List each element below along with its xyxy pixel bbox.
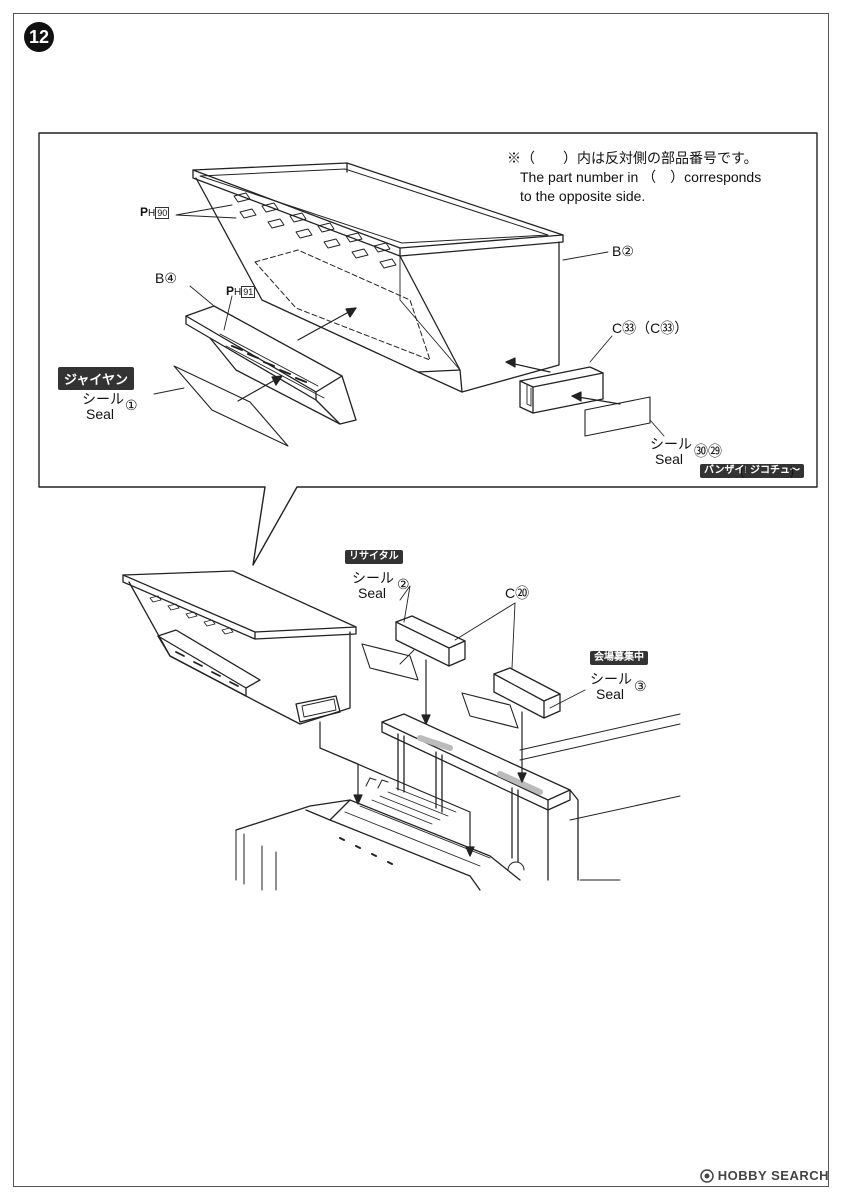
plate-part-c20-b [493, 667, 561, 719]
seal-3-sticker [461, 692, 519, 729]
seal-2-number: ② [397, 576, 410, 592]
seal-3-en-label: Seal [596, 686, 625, 702]
seal-1-number: ① [125, 397, 138, 413]
part-b2-label: B② [612, 243, 634, 259]
tag-banzai: バンザイ!! [700, 464, 756, 478]
hobby-search-watermark: HOBBY SEARCH [700, 1168, 829, 1183]
part-c33-label: C㉝（C㉝） [612, 320, 689, 336]
opposite-side-note-en-1: The part number in （ ）corresponds [520, 169, 762, 185]
seal-3-jp-label: シール [590, 671, 632, 687]
hopper-vent-slots [233, 192, 397, 269]
ph-91-sub: H [234, 287, 242, 298]
hopper-part-b2 [192, 162, 564, 393]
page-frame [13, 13, 829, 1187]
tag-paren-close: ) [790, 464, 794, 478]
part-c20-label: C⑳ [505, 585, 530, 601]
tag-jaiyan: ジャイヤン [58, 367, 134, 390]
seal-3-number: ③ [634, 678, 647, 694]
truck-cab-top [381, 713, 681, 881]
camera-lens-icon [700, 1168, 714, 1183]
plate-part-c20-a [395, 615, 466, 667]
tag-risaitaru: リサイタル [345, 550, 403, 564]
ph-90-prefix: P [140, 205, 149, 219]
hopper-assembled [122, 570, 357, 725]
seal-2-jp-label: シール [352, 570, 394, 586]
ph-90-sub: H [148, 208, 156, 219]
truck-chassis-bed [235, 777, 525, 891]
assembly-arrows-upper [237, 307, 621, 405]
plate-part-c33 [519, 366, 604, 414]
part-b4-label: B④ [155, 270, 177, 286]
tag-jaiko: ジコチュ〜 [746, 464, 804, 478]
seal-30-sticker [584, 396, 651, 437]
seal-2-sticker [361, 643, 419, 681]
seal-1-sticker [173, 365, 289, 447]
seal-1-en-label: Seal [86, 406, 115, 422]
step-number-badge: 12 [24, 22, 54, 52]
seal-2-en-label: Seal [358, 585, 387, 601]
seal-30-29-number: ㉚㉙ [694, 443, 722, 459]
detail-callout-frame [38, 132, 818, 566]
tag-kaijou: 会場募集中 [590, 651, 648, 665]
watermark-text: HOBBY SEARCH [717, 1168, 829, 1183]
assembly-arrows-lower [319, 659, 527, 857]
opposite-side-note-jp: ※（ ）内は反対側の部品番号です。 [507, 150, 758, 166]
opposite-side-note-en-2: to the opposite side. [520, 188, 646, 204]
tag-paren-open: ( [740, 464, 744, 478]
ph-90-num: 90 [155, 207, 170, 219]
leader-lines-upper [153, 204, 665, 437]
ph-91-prefix: P [226, 284, 235, 298]
ph-91-num: 91 [241, 286, 256, 298]
leader-lines-lower [399, 585, 586, 709]
seal-30-jp-label: シール [650, 436, 692, 452]
panel-mount-outline [254, 249, 431, 361]
seal-30-en-label: Seal [655, 451, 684, 467]
side-panel-b4 [185, 305, 357, 425]
seal-1-jp-label: シール [82, 391, 124, 407]
